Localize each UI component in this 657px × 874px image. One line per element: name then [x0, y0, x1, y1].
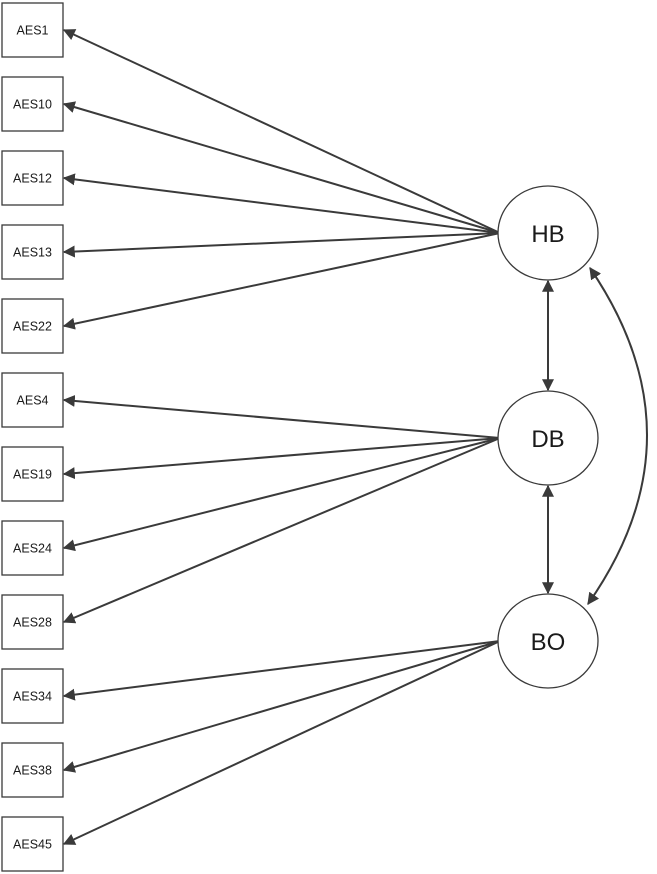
indicator-aes45: AES45	[1, 816, 64, 872]
indicator-label: AES24	[13, 542, 52, 556]
loading-arrow-bo-aes34	[62, 640, 501, 701]
paths-layer	[62, 29, 648, 845]
indicator-aes19: AES19	[1, 446, 64, 502]
indicator-label: AES28	[13, 616, 52, 630]
indicator-box	[1, 520, 64, 576]
indicator-aes34: AES34	[1, 668, 64, 724]
indicator-label: AES19	[13, 468, 52, 482]
loading-arrow-bo-aes45	[62, 640, 501, 845]
latent-label: DB	[531, 426, 564, 453]
indicator-aes10: AES10	[1, 76, 64, 132]
indicator-label: AES4	[17, 394, 49, 408]
loading-arrow-db-aes28	[62, 437, 501, 624]
latent-db: DB	[497, 390, 599, 486]
latent-label: BO	[531, 629, 566, 656]
indicator-aes4: AES4	[1, 372, 64, 428]
indicator-box	[1, 446, 64, 502]
latent-label: HB	[531, 221, 564, 248]
indicator-aes22: AES22	[1, 298, 64, 354]
covariance-arrow-hb-bo	[587, 267, 648, 605]
indicator-box	[1, 150, 64, 206]
indicator-aes13: AES13	[1, 224, 64, 280]
indicator-label: AES45	[13, 838, 52, 852]
indicator-box	[1, 298, 64, 354]
indicator-aes1: AES1	[1, 2, 64, 58]
indicator-label: AES1	[17, 24, 49, 38]
nodes-layer: AES1AES10AES12AES13AES22AES4AES19AES24AE…	[1, 2, 599, 872]
indicator-aes12: AES12	[1, 150, 64, 206]
indicator-box	[1, 224, 64, 280]
loading-arrow-hb-aes13	[62, 232, 501, 258]
loading-arrow-hb-aes22	[62, 232, 501, 330]
latent-hb: HB	[497, 185, 599, 281]
indicator-box	[1, 76, 64, 132]
indicator-box	[1, 2, 64, 58]
indicator-box	[1, 668, 64, 724]
indicator-label: AES34	[13, 690, 52, 704]
latent-ellipse	[497, 593, 599, 689]
loading-arrow-db-aes24	[62, 437, 501, 552]
loading-arrow-bo-aes38	[62, 640, 501, 773]
indicator-label: AES38	[13, 764, 52, 778]
indicator-box	[1, 742, 64, 798]
indicator-label: AES10	[13, 98, 52, 112]
indicator-aes28: AES28	[1, 594, 64, 650]
latent-bo: BO	[497, 593, 599, 689]
loading-arrow-db-aes4	[62, 394, 501, 439]
latent-ellipse	[497, 185, 599, 281]
indicator-box	[1, 816, 64, 872]
indicator-aes38: AES38	[1, 742, 64, 798]
loading-arrow-db-aes19	[62, 437, 501, 480]
indicator-aes24: AES24	[1, 520, 64, 576]
indicator-box	[1, 372, 64, 428]
latent-ellipse	[497, 390, 599, 486]
indicator-box	[1, 594, 64, 650]
indicator-label: AES13	[13, 246, 52, 260]
indicator-label: AES22	[13, 320, 52, 334]
loading-arrow-hb-aes12	[62, 173, 501, 234]
indicator-label: AES12	[13, 172, 52, 186]
loading-arrow-hb-aes1	[62, 29, 501, 234]
loading-arrow-hb-aes10	[62, 101, 501, 234]
